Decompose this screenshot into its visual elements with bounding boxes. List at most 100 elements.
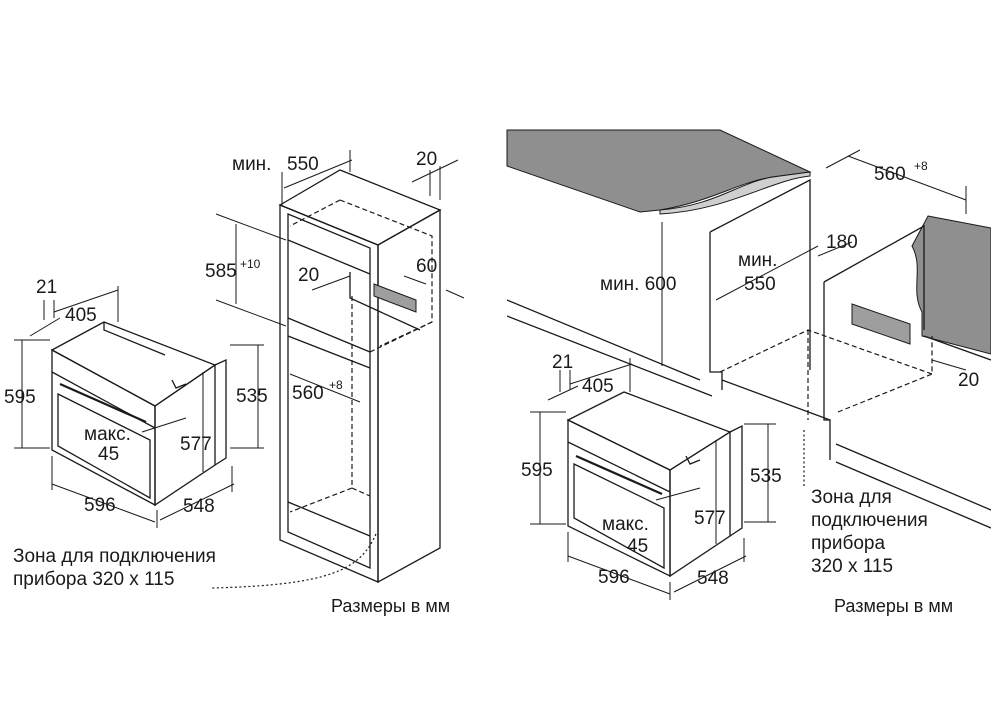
floor-line-6 <box>923 335 991 361</box>
right-oven-side <box>669 430 731 578</box>
cabinet-shelf-3 <box>287 335 371 369</box>
floor-line-4 <box>835 443 991 511</box>
cab-dim-20-inner: 20 <box>298 265 319 286</box>
r-max-value: 45 <box>627 536 648 557</box>
left-dim-548: 548 <box>183 496 215 517</box>
left-zone-line2: прибора 320 x 115 <box>13 569 174 590</box>
cab-dim-560-sup: +8 <box>329 378 343 392</box>
cabinet-side <box>377 208 441 584</box>
left-oven-back <box>214 358 227 466</box>
left-dim-535: 535 <box>236 386 268 407</box>
cabinet-lower-dash2 <box>351 487 371 497</box>
cab-dim-60-line <box>403 275 427 285</box>
cabinet-shelf-1 <box>287 239 371 275</box>
left-zone-line1: Зона для подключения <box>13 546 216 567</box>
left-units: Размеры в мм <box>331 596 450 616</box>
r-dim-405-line <box>569 363 633 385</box>
cab-dim-585-sup: +10 <box>240 257 261 271</box>
r-dim-577: 577 <box>694 508 726 529</box>
cab-dim-585: 585 <box>205 261 237 282</box>
cab-dim-550-line <box>283 159 353 189</box>
rc-dim-180: 180 <box>826 232 858 253</box>
rc-dim-560: 560 <box>874 164 906 185</box>
right-units: Размеры в мм <box>834 596 953 616</box>
left-dim-21: 21 <box>36 277 57 298</box>
left-max-arrow <box>141 417 187 433</box>
cab-dim-585-tick-top <box>215 213 287 241</box>
rc-dim-20: 20 <box>958 370 979 391</box>
cabinet-shelf-2 <box>287 317 371 353</box>
r-max-arrow <box>655 487 701 501</box>
floor-line-3 <box>721 379 831 421</box>
r-dim-21-line <box>547 385 579 401</box>
cabinet-lower-dash <box>289 296 353 513</box>
left-oven-hinge <box>171 379 187 389</box>
right-cab-left-body <box>709 178 811 370</box>
left-max-label: макс. <box>84 424 131 445</box>
rc-dim-550-line <box>715 245 819 301</box>
cab-min-label: мин. <box>232 154 271 175</box>
right-oven-front <box>567 418 671 578</box>
right-cab-right-front <box>823 282 831 460</box>
left-oven: 21 405 595 535 577 макс. 45 596 548 <box>4 277 268 528</box>
right-counter: 560 +8 мин. 600 мин. 550 180 20 <box>506 129 991 529</box>
rc-min-label: мин. <box>738 250 777 271</box>
right-oven-hinge <box>685 455 701 465</box>
cabinet-niche-floor <box>369 321 433 353</box>
left-dim-595: 595 <box>4 387 36 408</box>
right-oven-panel-line <box>567 441 671 493</box>
cabinet-top <box>278 169 442 246</box>
r-dim-548-line <box>673 555 747 593</box>
right-cab-right-body <box>823 224 925 330</box>
left-dim-596-line <box>51 483 156 523</box>
r-max-label: макс. <box>602 514 649 535</box>
cabinet-inner-frame <box>287 213 371 569</box>
rc-dim-560-line <box>847 155 967 201</box>
right-oven: 21 405 595 535 577 макс. 45 596 548 <box>521 352 782 600</box>
floor-line-1 <box>506 299 701 381</box>
right-cab-left-front <box>709 232 723 390</box>
rc-min-value: 550 <box>744 274 776 295</box>
rc-dim-600: мин. 600 <box>600 274 676 295</box>
right-zone-line4: 320 x 115 <box>811 556 893 577</box>
rc-dim-560-tick <box>825 149 861 169</box>
cab-dim-20-line <box>411 159 459 183</box>
cab-dim-20-top: 20 <box>416 149 437 170</box>
left-max-value: 45 <box>98 444 119 465</box>
cab-dim-560-line <box>289 373 361 403</box>
left-cabinet: мин. 550 20 585 +10 20 60 560 +8 <box>205 149 465 589</box>
left-connection-zone <box>373 283 417 313</box>
cab-dim-560: 560 <box>292 383 324 404</box>
floor-line-2 <box>506 315 713 397</box>
r-dim-548: 548 <box>697 568 729 589</box>
left-dim-21-line <box>29 317 61 337</box>
left-dim-596: 596 <box>84 495 116 516</box>
r-dim-535: 535 <box>750 466 782 487</box>
cabinet-compartment <box>349 272 421 331</box>
r-dim-596: 596 <box>598 567 630 588</box>
right-zone-line3: прибора <box>811 533 885 554</box>
right-oven-handle <box>575 454 663 496</box>
cabinet-shelf-4 <box>287 501 371 537</box>
rc-dim-560-sup: +8 <box>914 159 928 173</box>
rc-dim-180-line <box>817 241 853 257</box>
right-niche-floor <box>837 336 933 413</box>
cab-dim-585-tick-bottom <box>215 299 287 327</box>
floor-line-5 <box>835 461 991 529</box>
cab-dim-60: 60 <box>416 256 437 277</box>
r-dim-21: 21 <box>552 352 573 373</box>
cab-min-value: 550 <box>287 154 319 175</box>
countertop-right <box>911 215 991 355</box>
rc-dim-20-line <box>931 359 967 371</box>
r-dim-405: 405 <box>582 376 614 397</box>
r-dim-596-line <box>567 555 671 595</box>
countertop-left <box>506 129 812 213</box>
cabinet-niche-back <box>339 199 433 347</box>
left-zone-leader <box>211 533 377 589</box>
left-dim-405: 405 <box>65 305 97 326</box>
cab-dim-20-inner-line <box>311 275 351 291</box>
left-dim-577: 577 <box>180 434 212 455</box>
r-dim-595: 595 <box>521 460 553 481</box>
